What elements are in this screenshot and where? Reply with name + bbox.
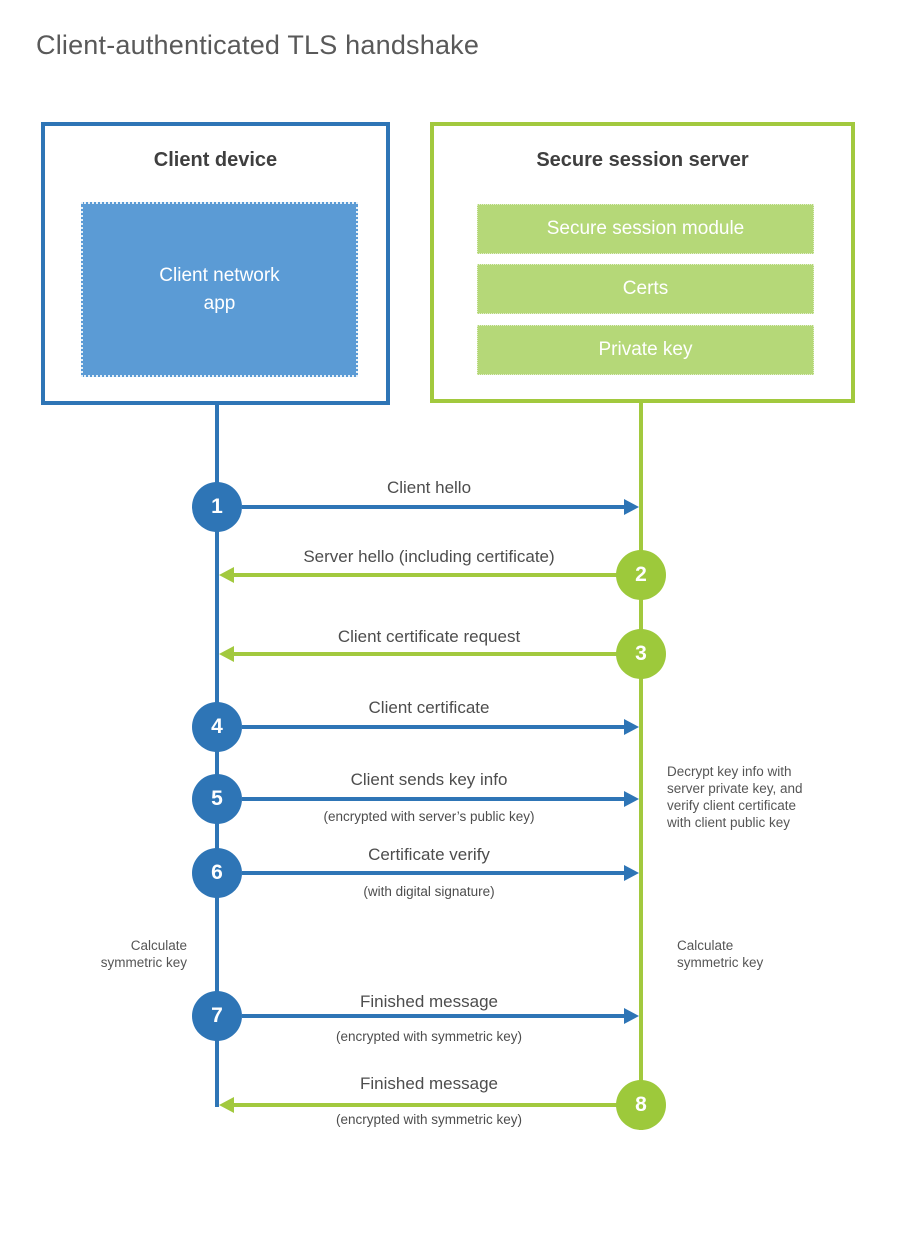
arrow-shaft <box>230 573 617 577</box>
step-1-label: Client hello <box>386 478 472 497</box>
step-7-label: Finished message <box>360 992 498 1011</box>
arrow-shaft <box>230 652 617 656</box>
step-5-badge: 5 <box>192 774 242 824</box>
client-lifeline <box>215 405 219 1107</box>
arrow-certificate-verify <box>242 865 639 881</box>
server-module-secure-session-module: Secure session module <box>477 204 814 254</box>
step-4-badge: 4 <box>192 702 242 752</box>
step-1-badge: 1 <box>192 482 242 532</box>
server-lifeline <box>639 403 643 1130</box>
arrow-client-hello <box>242 499 639 515</box>
arrow-right-icon <box>624 499 639 515</box>
step-3-label: Client certificate request <box>337 627 521 646</box>
arrow-left-icon <box>219 646 234 662</box>
step-5-sublabel: (encrypted with server’s public key) <box>323 809 535 824</box>
arrow-shaft <box>242 1014 628 1018</box>
step-5-label: Client sends key info <box>350 770 508 789</box>
arrow-client-certificate-request <box>219 646 617 662</box>
secure-session-server-box: Secure session server Secure session mod… <box>430 122 855 403</box>
step-6-label: Certificate verify <box>368 845 490 864</box>
arrow-right-icon <box>624 865 639 881</box>
arrow-shaft <box>242 725 628 729</box>
note-decrypt-key-info: Decrypt key info with server private key… <box>667 764 803 830</box>
arrow-client-sends-key-info <box>242 791 639 807</box>
arrow-shaft <box>242 871 628 875</box>
arrow-right-icon <box>624 719 639 735</box>
step-2-label: Server hello (including certificate) <box>303 547 555 566</box>
arrow-right-icon <box>624 1008 639 1024</box>
step-4-label: Client certificate <box>368 698 490 717</box>
arrow-finished-message-client <box>242 1008 639 1024</box>
arrow-right-icon <box>624 791 639 807</box>
step-8-sublabel: (encrypted with symmetric key) <box>335 1112 523 1127</box>
note-calculate-symmetric-key-server: Calculate symmetric key <box>677 938 764 970</box>
arrow-shaft <box>242 797 628 801</box>
arrow-left-icon <box>219 1097 234 1113</box>
client-device-title: Client device <box>153 149 278 171</box>
step-2-badge: 2 <box>616 550 666 600</box>
arrow-shaft <box>230 1103 617 1107</box>
step-8-badge: 8 <box>616 1080 666 1130</box>
arrow-server-hello <box>219 567 617 583</box>
arrow-finished-message-server <box>219 1097 617 1113</box>
page-title: Client-authenticated TLS handshake <box>36 30 480 60</box>
step-3-badge: 3 <box>616 629 666 679</box>
arrow-left-icon <box>219 567 234 583</box>
server-module-certs: Certs <box>477 264 814 314</box>
step-6-sublabel: (with digital signature) <box>363 884 495 899</box>
step-8-label: Finished message <box>360 1074 498 1093</box>
secure-session-server-title: Secure session server <box>536 149 749 171</box>
note-calculate-symmetric-key-client: Calculate symmetric key <box>100 938 187 970</box>
client-network-app-box: Client network app <box>81 202 358 377</box>
server-module-private-key: Private key <box>477 325 814 375</box>
step-7-sublabel: (encrypted with symmetric key) <box>335 1029 523 1044</box>
client-device-box: Client device Client network app <box>41 122 390 405</box>
step-7-badge: 7 <box>192 991 242 1041</box>
arrow-shaft <box>242 505 628 509</box>
arrow-client-certificate <box>242 719 639 735</box>
step-6-badge: 6 <box>192 848 242 898</box>
